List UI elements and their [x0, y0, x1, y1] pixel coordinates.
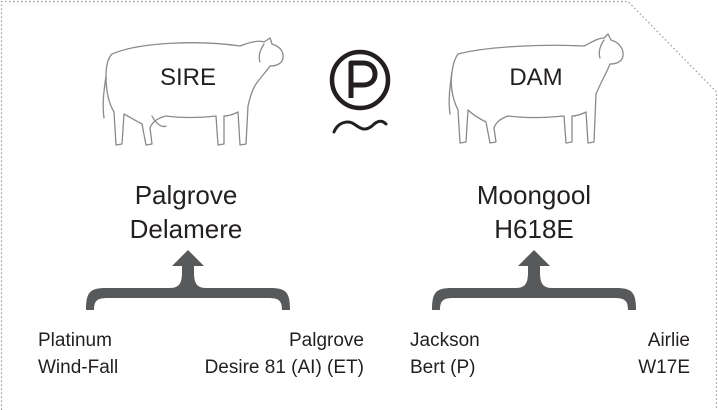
cow-outline-icon — [448, 33, 624, 144]
dam-parent-2-line2: W17E — [638, 357, 690, 378]
dam-parent-1-line2: Bert (P) — [410, 357, 476, 378]
sire-name: Palgrove Delamere — [66, 178, 306, 246]
dam-brace-arrow — [432, 250, 636, 310]
dam-parent-1: Jackson Bert (P) — [410, 327, 480, 381]
sire-parent-1: Platinum Wind-Fall — [38, 327, 118, 381]
dam-parent-2-line1: Airlie — [647, 330, 690, 351]
dam-parent-1-line1: Jackson — [410, 330, 480, 351]
sire-brace-arrow — [86, 250, 290, 310]
sire-parent-2-line2: Desire 81 (AI) (ET) — [204, 357, 364, 378]
sire-name-line1: Palgrove — [134, 180, 238, 210]
sire-label: SIRE — [159, 64, 216, 91]
dam-name-line2: H618E — [494, 214, 574, 244]
dam-label: DAM — [509, 64, 563, 91]
sire-parent-1-line1: Platinum — [38, 330, 112, 351]
sire-name-line2: Delamere — [129, 214, 243, 244]
sire-parent-1-line2: Wind-Fall — [38, 357, 119, 378]
dam-name: Moongool H618E — [414, 178, 654, 246]
dam-name-line1: Moongool — [476, 180, 592, 210]
bull-outline-icon — [102, 37, 284, 146]
dam-parent-2: Airlie W17E — [638, 327, 690, 381]
sire-parent-2-line1: Palgrove — [289, 330, 364, 351]
sire-parent-2: Palgrove Desire 81 (AI) (ET) — [205, 327, 364, 381]
polled-icon — [329, 49, 391, 134]
